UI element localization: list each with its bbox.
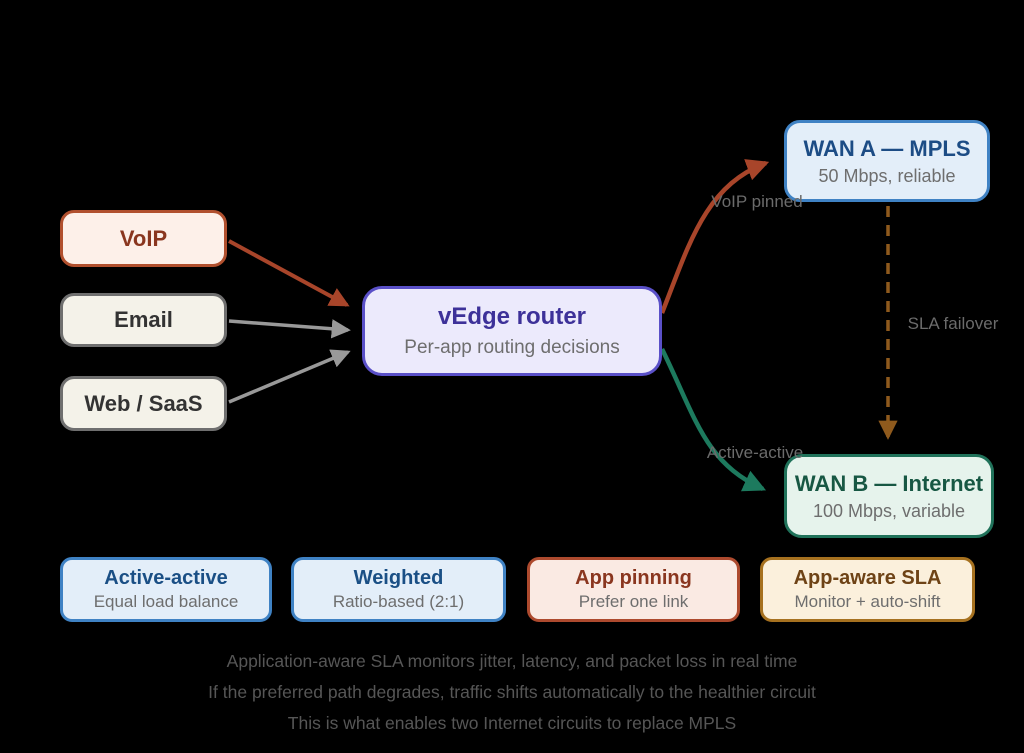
web-saas-label: Web / SaaS — [84, 390, 203, 416]
voip-label: VoIP — [119, 225, 168, 251]
footnote-line-2: If the preferred path degrades, traffic … — [208, 682, 816, 702]
vedge-router-node: vEdge router Per-app routing decisions — [362, 286, 662, 376]
sla-failover-edge-label: SLA failover — [907, 314, 999, 333]
edge-vedge-to-wan-b — [659, 348, 767, 492]
edge-web-to-vedge — [228, 349, 351, 404]
legend-active-active-subtitle: Equal load balance — [93, 592, 239, 612]
vedge-router-title: vEdge router — [437, 303, 587, 331]
email-label: Email — [114, 307, 173, 333]
voip-node: VoIP — [60, 210, 227, 267]
footnotes: Application-aware SLA monitors jitter, l… — [0, 646, 1024, 739]
web-saas-node: Web / SaaS — [60, 376, 227, 431]
legend-weighted: Weighted Ratio-based (2:1) — [291, 557, 506, 622]
wan-b-subtitle: 100 Mbps, variable — [812, 501, 966, 521]
legend-app-aware-sla: App-aware SLA Monitor + auto-shift — [760, 557, 975, 622]
legend-weighted-subtitle: Ratio-based (2:1) — [332, 592, 465, 612]
edge-voip-to-vedge — [228, 239, 350, 307]
footnote-line-1: Application-aware SLA monitors jitter, l… — [226, 651, 798, 671]
wan-b-internet-node: WAN B — Internet 100 Mbps, variable — [784, 454, 994, 538]
legend-app-aware-sla-title: App-aware SLA — [793, 567, 942, 590]
legend-app-pinning-title: App pinning — [575, 567, 692, 590]
legend-app-pinning: App pinning Prefer one link — [527, 557, 740, 622]
legend-active-active-title: Active-active — [104, 567, 228, 590]
legend-active-active: Active-active Equal load balance — [60, 557, 272, 622]
email-node: Email — [60, 293, 227, 347]
active-active-edge-label: Active-active — [706, 443, 804, 462]
voip-pinned-edge-label: VoIP pinned — [711, 192, 803, 211]
legend-app-pinning-subtitle: Prefer one link — [578, 592, 689, 612]
wan-a-mpls-node: WAN A — MPLS 50 Mbps, reliable — [784, 120, 990, 202]
edge-vedge-to-wan-a — [659, 159, 770, 314]
legend-app-aware-sla-subtitle: Monitor + auto-shift — [794, 592, 941, 612]
edge-email-to-vedge — [228, 319, 351, 339]
wan-b-title: WAN B — Internet — [794, 470, 984, 496]
vedge-router-subtitle: Per-app routing decisions — [404, 337, 620, 359]
wan-a-title: WAN A — MPLS — [803, 135, 971, 161]
footnote-line-3: This is what enables two Internet circui… — [287, 713, 737, 733]
wan-a-subtitle: 50 Mbps, reliable — [818, 166, 956, 186]
legend-weighted-title: Weighted — [353, 567, 444, 590]
